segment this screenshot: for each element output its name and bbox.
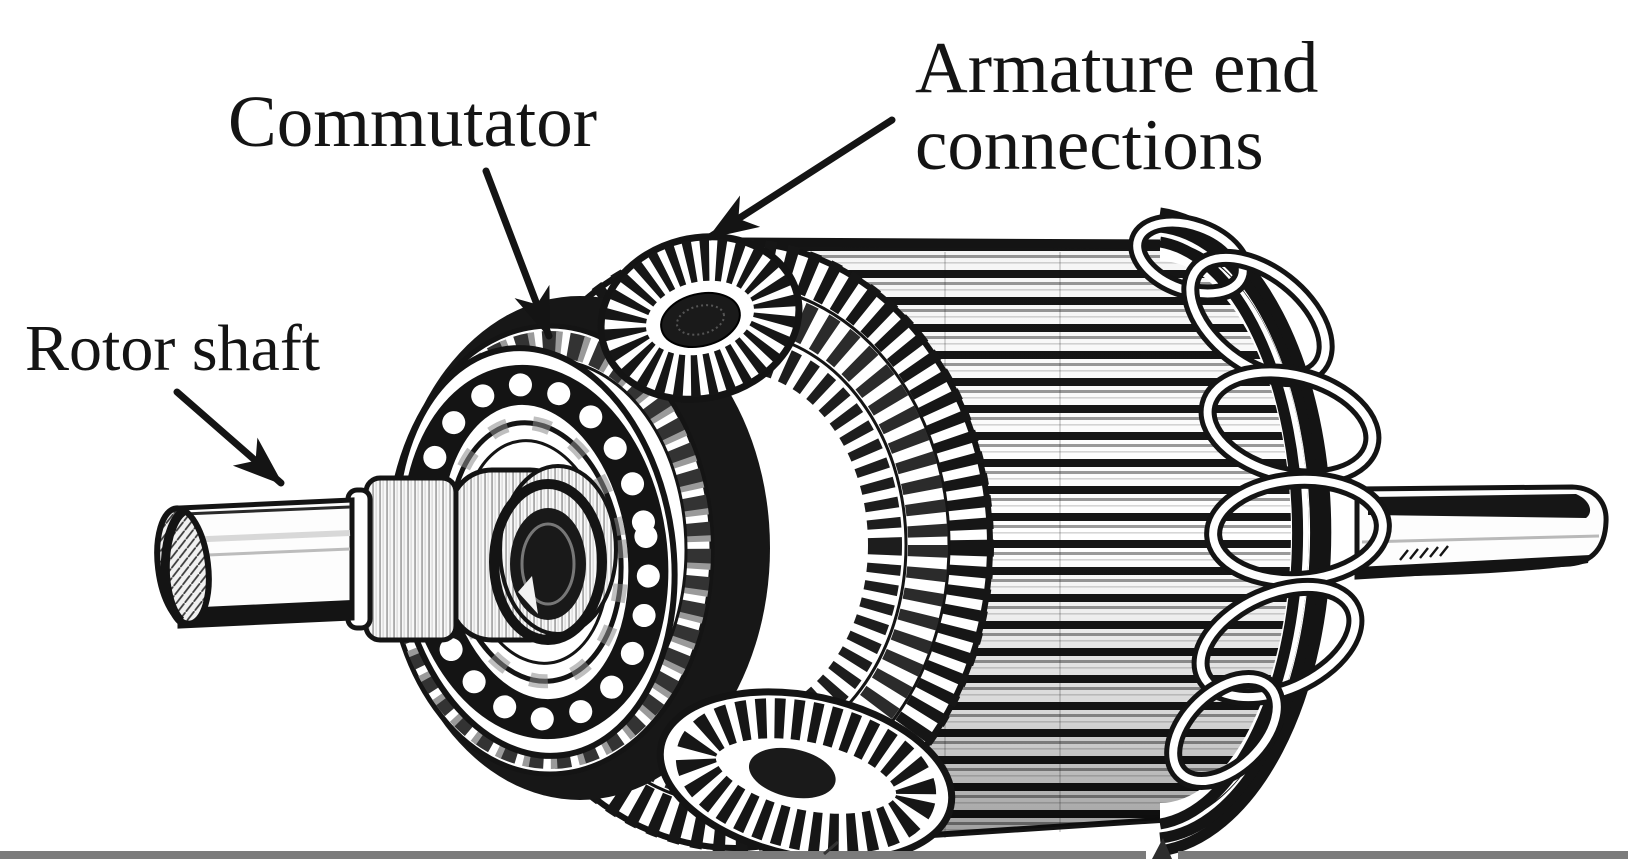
left-shaft-top-line (183, 505, 351, 516)
hub-keyway (518, 576, 538, 614)
armature-end-connections-label: Armature end connections (915, 27, 1319, 185)
end-windings-bottom-torus (656, 688, 956, 859)
bottom-torus-hole (748, 747, 836, 799)
right-shaft-top-band (1368, 494, 1591, 518)
top-torus-hole (660, 291, 741, 348)
left-shaft-bottom-band (181, 600, 352, 624)
bottom-bar (0, 838, 1628, 859)
end-windings-top-torus (597, 233, 803, 403)
right-shaft-hatch (1399, 545, 1449, 561)
rotor-shaft-right (1354, 484, 1609, 580)
left-shaft-cap-crescent (160, 505, 189, 625)
rotor-shaft-left (154, 475, 459, 643)
hub-ring (489, 479, 607, 645)
core-top-edge (734, 237, 1161, 249)
rotor-shaft-arrow (173, 388, 285, 487)
right-shaft-midline (1361, 534, 1600, 544)
commutator-label: Commutator (228, 81, 598, 162)
end-windings-right-loops (1128, 213, 1392, 791)
bottom-tick (823, 840, 839, 856)
armature-end-connections-arrow (706, 116, 896, 241)
commutator-group (385, 296, 770, 800)
annotation-arrows (173, 116, 896, 487)
bottom-bar-notch-mark (1152, 838, 1172, 859)
right-shaft-bottom-band (1357, 555, 1590, 577)
commutator-arrow (482, 167, 553, 340)
shaft-step-ring-2 (363, 475, 459, 643)
left-shaft-streak (183, 530, 351, 543)
rotor-shaft-label: Rotor shaft (25, 312, 321, 385)
